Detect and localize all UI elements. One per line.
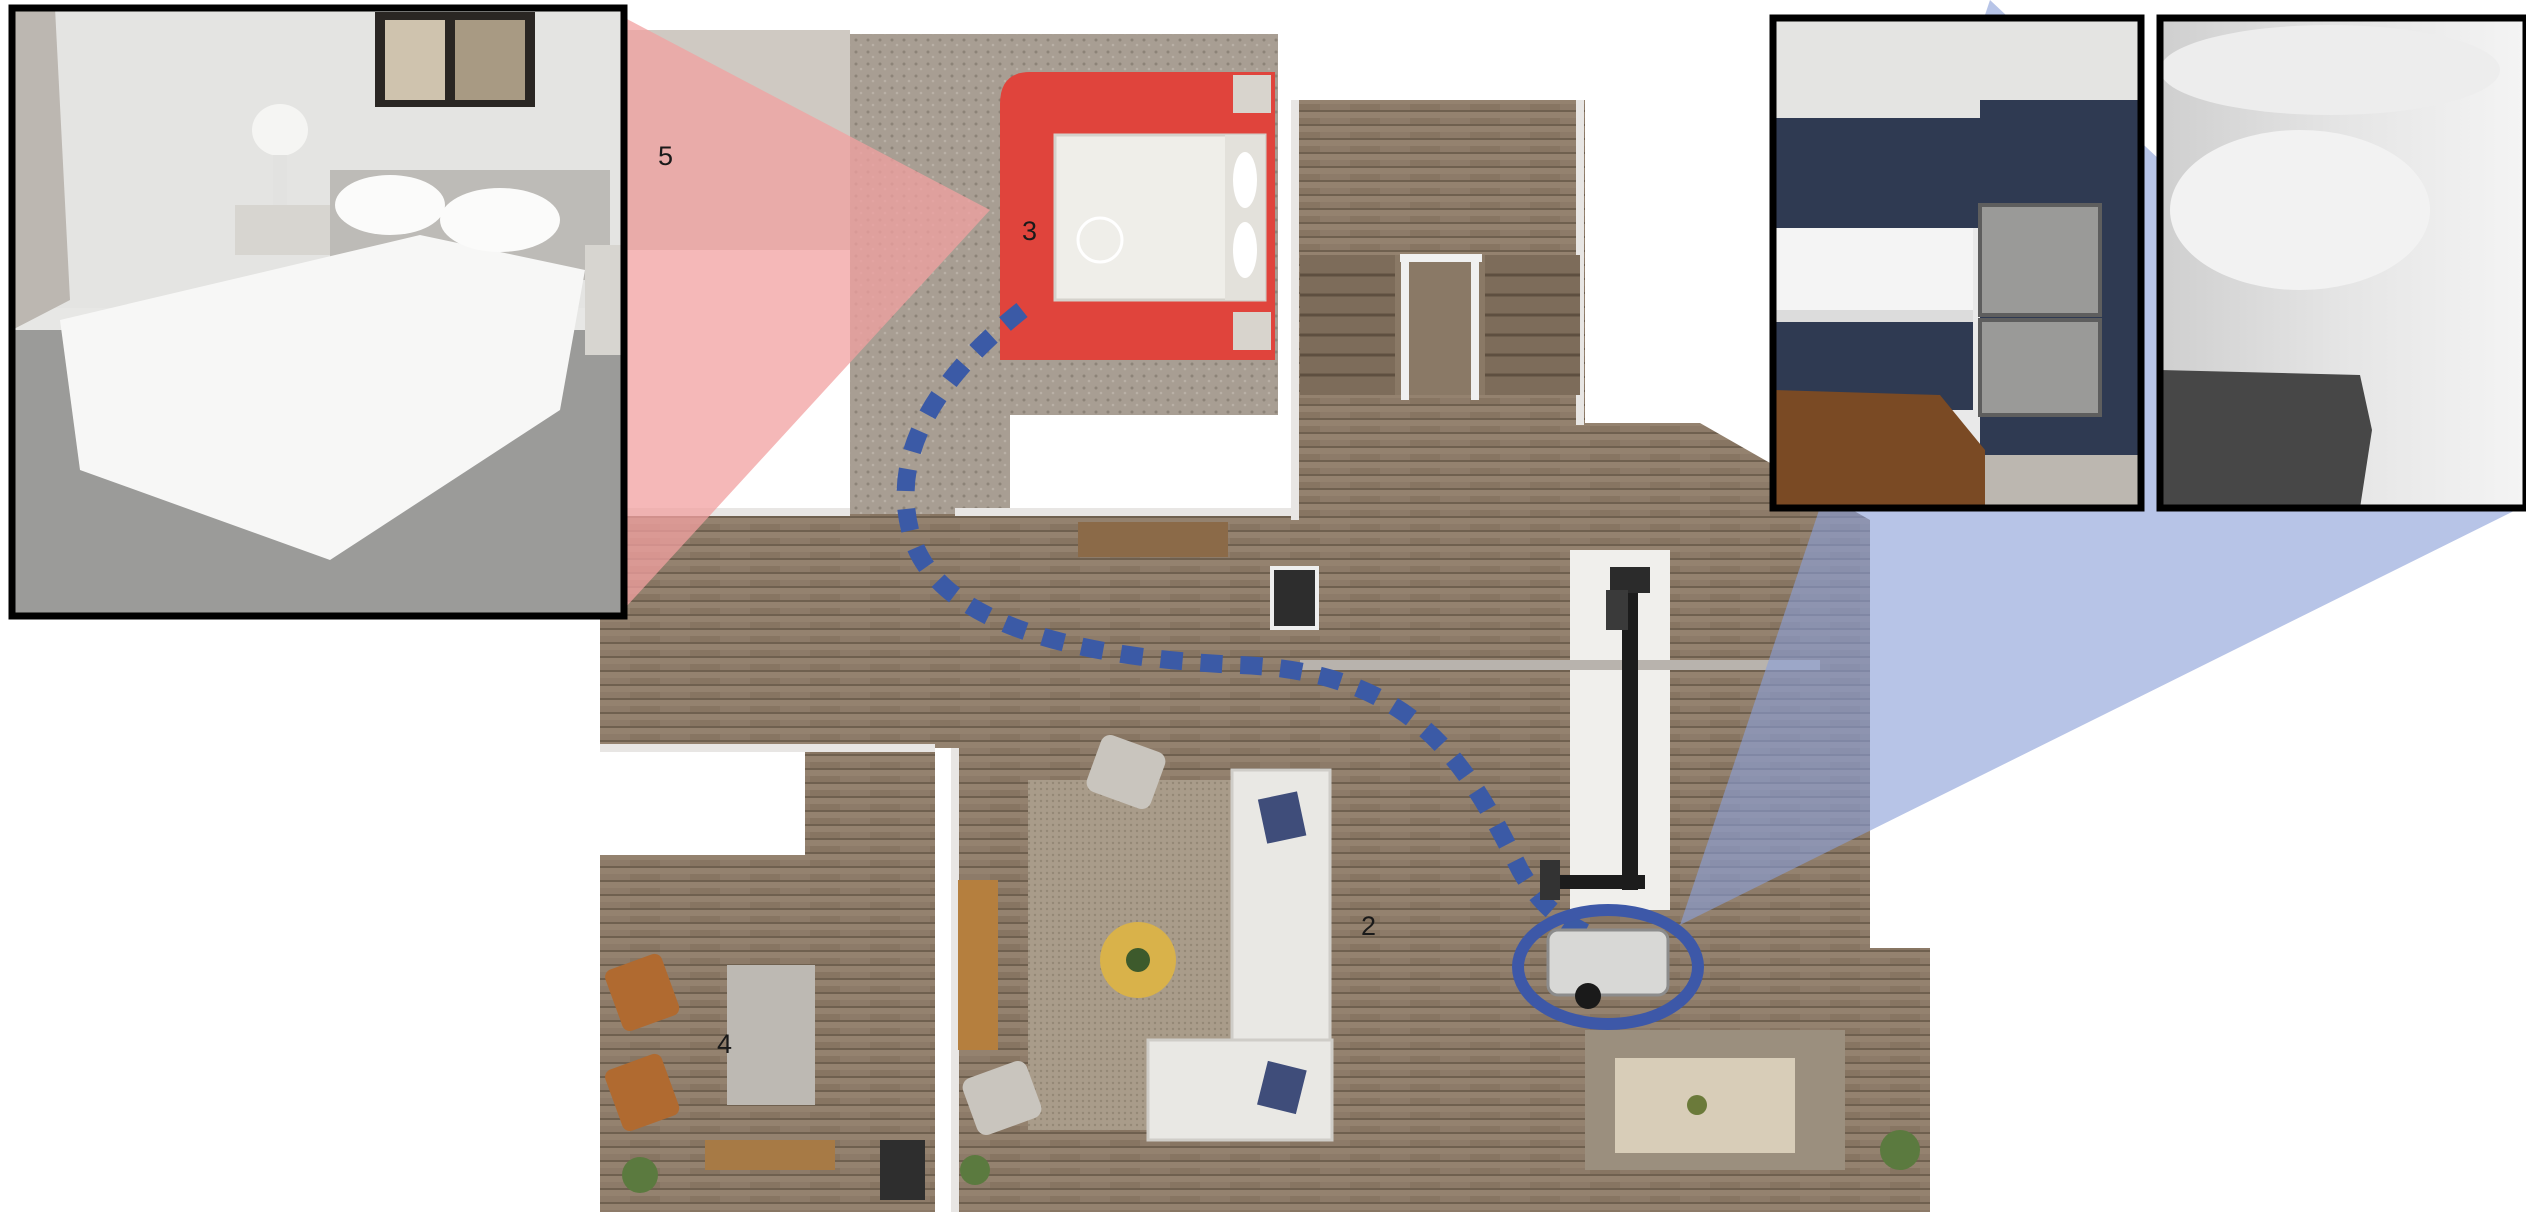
sideboard — [958, 880, 998, 1050]
staircase — [1300, 254, 1580, 400]
robot-camera — [1606, 590, 1628, 630]
nightstand — [1233, 75, 1271, 113]
upper-cabinets — [1773, 118, 1993, 228]
wall-oven-2 — [1978, 318, 2102, 417]
lamp-base — [273, 155, 287, 205]
robot-arm — [1545, 875, 1645, 889]
robot — [1512, 567, 1704, 1030]
room-4-desk — [705, 1140, 835, 1170]
bed-pillow — [1233, 152, 1257, 208]
bedroom-camera-view — [8, 4, 628, 620]
red-camera-fov — [625, 18, 990, 608]
armchair — [1086, 734, 1166, 810]
armchair-2 — [962, 1060, 1042, 1136]
bed-pillow-photo — [335, 175, 445, 235]
lamp-shade — [252, 104, 308, 156]
floor-cutout — [1010, 415, 1278, 515]
backsplash — [1773, 228, 1973, 318]
wall-artwork-pane-2 — [455, 20, 525, 100]
kitchen-island-photo — [1773, 390, 1985, 508]
bed-duvet — [60, 235, 585, 560]
robot-base — [1546, 928, 1670, 997]
plant-pot — [622, 1157, 658, 1193]
robot-wheel — [1575, 983, 1601, 1009]
bed-pillow-2 — [1233, 222, 1257, 278]
bed-pillow-photo-2 — [440, 188, 560, 252]
wall-artwork-pane — [385, 20, 445, 100]
tv-stand — [1270, 566, 1319, 630]
room-4-rug — [727, 965, 815, 1105]
kitchen-floor — [1985, 455, 2141, 508]
robot-head — [1610, 567, 1650, 593]
goal-marker-circle — [1076, 216, 1124, 264]
chair-room-4 — [605, 953, 680, 1032]
depth-near-object — [2160, 370, 2372, 508]
sofa-cushion — [1257, 791, 1307, 844]
chair-room-4-2 — [605, 1053, 680, 1132]
sofa-cushion-2 — [1257, 1060, 1307, 1115]
nightstand-left — [235, 205, 330, 255]
kitchen-counter-strip — [1300, 660, 1820, 670]
navigation-path — [896, 302, 1595, 944]
robot-ring — [1512, 904, 1704, 1030]
plant-pot-2 — [1880, 1130, 1920, 1170]
nightstand-2 — [1233, 312, 1271, 350]
dining-plant — [1687, 1095, 1707, 1115]
depth-blob-2 — [2160, 25, 2500, 115]
kitchen-depth-view — [2156, 14, 2526, 512]
kitchen-rgb-view — [1769, 14, 2145, 512]
room-label-2: 2 — [1361, 911, 1376, 941]
bench — [1078, 522, 1228, 557]
bedroom-curtain — [12, 8, 70, 330]
room-label-5: 5 — [658, 141, 673, 171]
depth-blob — [2170, 130, 2430, 290]
nightstand-right — [585, 245, 624, 355]
room-label-3: 3 — [1022, 216, 1037, 246]
wall-oven — [1978, 203, 2102, 317]
room-label-4: 4 — [717, 1029, 732, 1059]
countertop — [1773, 310, 1973, 322]
plant-pot-3 — [960, 1155, 990, 1185]
robot-gripper — [1540, 860, 1560, 900]
room-4-cabinet — [880, 1140, 925, 1200]
robot-mast — [1622, 590, 1638, 890]
plant-on-table — [1126, 948, 1150, 972]
sofa-chaise — [1146, 1038, 1334, 1142]
